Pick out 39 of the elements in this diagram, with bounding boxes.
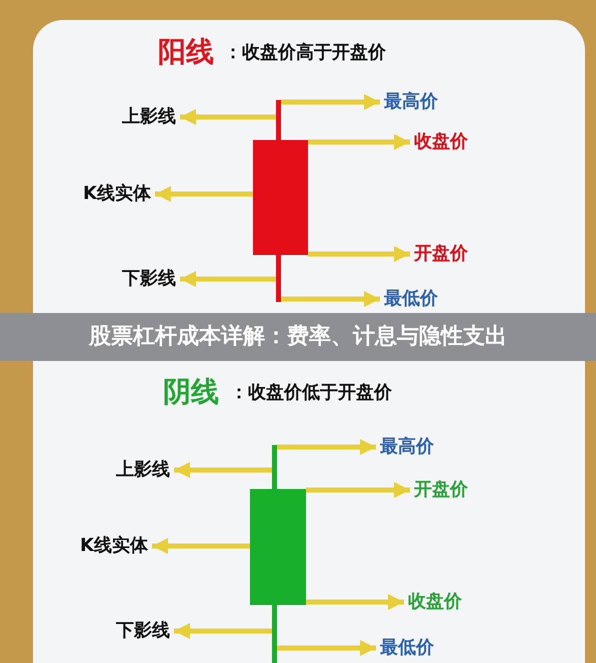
price-label: 最低价 [376,636,448,660]
candle-wick [276,255,281,302]
arrow [180,271,276,287]
arrow [152,538,250,554]
heading-term: 阴线 [163,376,219,408]
arrow [174,623,272,639]
part-label: 上影线 [92,458,174,482]
price-label: 最低价 [380,287,452,311]
heading-term: 阳线 [158,36,214,68]
part-label: 下影线 [96,267,180,291]
part-label: 上影线 [96,105,180,129]
candle-wick [272,445,277,489]
arrow [281,291,380,307]
price-label: 最高价 [376,435,448,459]
candle-body [253,140,308,255]
arrow [308,246,410,262]
heading-text: ：收盘价低于开盘价 [230,382,392,404]
candle-wick [272,605,277,663]
heading-text: ：收盘价高于开盘价 [224,42,386,64]
price-label: 开盘价 [410,242,486,266]
arrow [308,134,410,150]
arrow [306,594,404,610]
candle-wick [276,100,281,140]
arrow [281,94,380,110]
arrow [306,482,410,498]
arrow [180,109,276,125]
part-label: K线实体 [56,182,155,206]
price-label: 最高价 [380,90,452,114]
price-label: 开盘价 [410,478,482,502]
arrow [277,640,376,656]
title-banner: 股票杠杆成本详解：费率、计息与隐性支出 [0,313,596,361]
arrow [174,462,272,478]
part-label: 下影线 [92,619,174,643]
arrow [277,439,376,455]
price-label: 收盘价 [404,590,476,614]
part-label: K线实体 [53,534,152,558]
candle-body [250,489,306,605]
arrow [155,186,253,202]
price-label: 收盘价 [410,130,486,154]
